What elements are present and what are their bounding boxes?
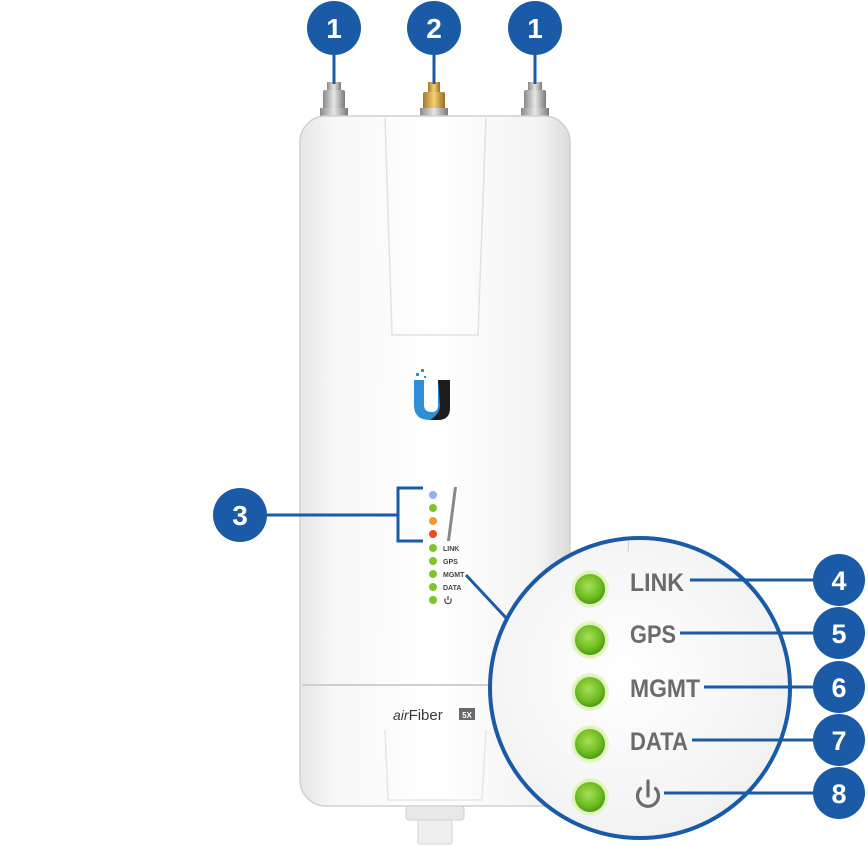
svg-text:4: 4 (831, 566, 846, 596)
svg-text:7: 7 (831, 726, 846, 756)
zoom-label-link: LINK (630, 569, 684, 597)
signal-strength-wedge (447, 487, 457, 541)
callout-3: 3 (213, 488, 267, 542)
zoom-led-gps (571, 621, 609, 659)
signal-led-orange (429, 517, 437, 525)
small-label-mgmt: MGMT (443, 572, 465, 579)
ubiquiti-logo (414, 369, 450, 420)
power-icon (635, 779, 661, 808)
small-label-link: LINK (443, 546, 459, 553)
callout-2: 2 (407, 1, 461, 55)
zoom-led-link (571, 570, 609, 608)
callout-5: 5 (813, 607, 865, 659)
brand-fiber: Fiber (409, 707, 443, 724)
zoom-leader-line (464, 573, 510, 622)
callout-7: 7 (813, 714, 865, 766)
svg-text:1: 1 (326, 13, 342, 44)
led-zoom-panel: LINK GPS MGMT DATA (488, 536, 818, 840)
small-label-gps: GPS (443, 559, 458, 566)
signal-led-bracket (262, 486, 423, 543)
zoom-label-data: DATA (630, 728, 688, 756)
svg-text:1: 1 (527, 13, 543, 44)
signal-led-red (429, 530, 437, 538)
svg-text:2: 2 (426, 13, 442, 44)
callout-1-left: 1 (307, 1, 361, 55)
status-led-column: LINK GPS MGMT DATA (429, 544, 465, 605)
zoom-label-gps: GPS (630, 621, 676, 649)
zoom-label-mgmt: MGMT (630, 675, 700, 703)
antenna-connector-left (320, 82, 348, 120)
svg-text:3: 3 (232, 500, 248, 531)
small-label-data: DATA (443, 585, 461, 592)
svg-text:8: 8 (831, 779, 846, 809)
svg-text:6: 6 (831, 673, 846, 703)
signal-led-column (429, 487, 457, 541)
svg-text:5: 5 (831, 619, 846, 649)
gps-connector (420, 82, 448, 118)
brand-air: air (393, 707, 410, 723)
signal-led-green (429, 504, 437, 512)
zoom-led-data (571, 725, 609, 763)
small-power-icon (444, 596, 452, 605)
zoom-led-mgmt (571, 673, 609, 711)
callout-1-right: 1 (508, 1, 562, 55)
svg-text:airFiber: airFiber (393, 707, 443, 724)
signal-led-blue (429, 491, 437, 499)
callout-4: 4 (813, 554, 865, 606)
zoom-led-power (571, 778, 609, 816)
callout-6: 6 (813, 661, 865, 713)
airfiber-brand: airFiber 5X (393, 707, 475, 724)
antenna-connector-right (521, 82, 549, 120)
brand-model: 5X (462, 711, 472, 720)
callout-8: 8 (813, 767, 865, 819)
